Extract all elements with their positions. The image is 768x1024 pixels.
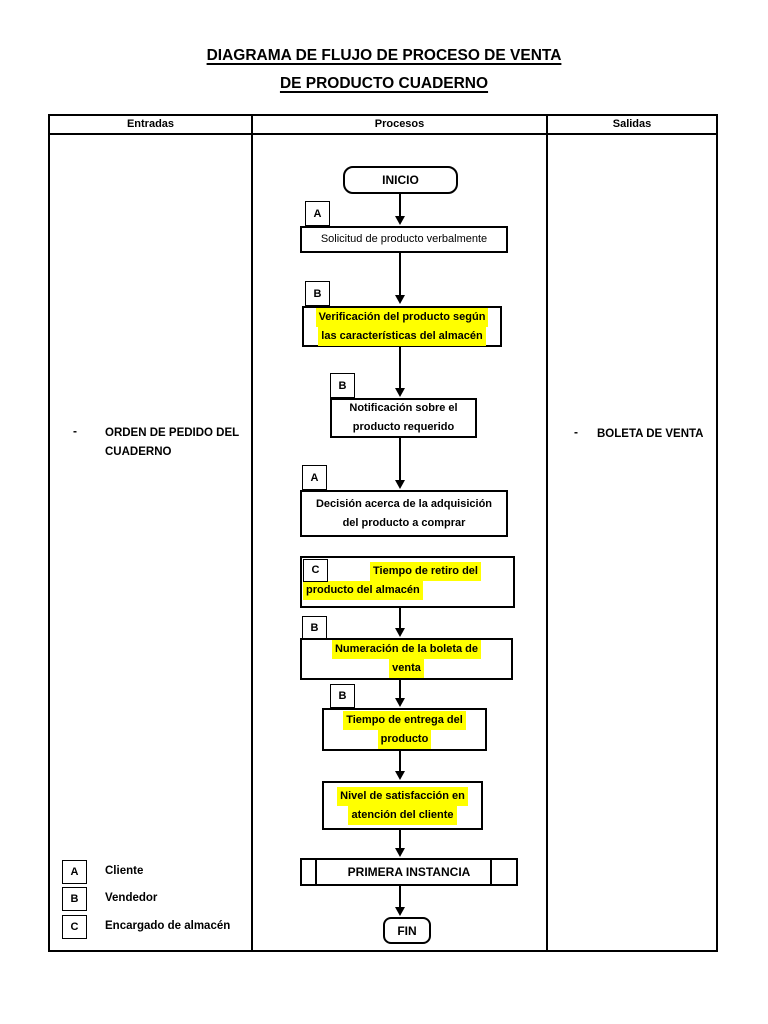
process-text: venta — [389, 659, 424, 678]
start-terminator: INICIO — [343, 166, 458, 194]
process-text: producto del almacén — [303, 581, 423, 600]
process-box-notificacion: Notificación sobre el producto requerido — [330, 398, 477, 438]
process-text: Decisión acerca de la adquisición — [315, 497, 493, 510]
process-box-entrega: Tiempo de entrega del producto — [322, 708, 487, 751]
predefined-process-primera-instancia: PRIMERA INSTANCIA — [300, 858, 518, 886]
step-tag-a-2: A — [302, 465, 327, 490]
process-text: Tiempo de retiro del — [370, 562, 481, 581]
process-text: del producto a comprar — [342, 516, 466, 529]
flow-arrow-7 — [394, 751, 405, 780]
flow-arrow-4 — [394, 438, 405, 489]
process-text: Solicitud de producto verbalmente — [320, 233, 488, 245]
flow-arrow-1 — [394, 194, 405, 225]
process-table: Entradas Procesos Salidas — [48, 114, 718, 952]
flow-arrow-8 — [394, 830, 405, 857]
step-tag-b-2: B — [330, 373, 355, 398]
column-divider-left — [251, 116, 253, 950]
predefined-bar-right — [490, 860, 492, 884]
salidas-bullet: - — [574, 425, 578, 439]
flow-arrow-6 — [394, 680, 405, 707]
flow-arrow-2 — [394, 253, 405, 304]
process-text: las características del almacén — [318, 326, 486, 346]
step-tag-b-1: B — [305, 281, 330, 306]
process-text: Nivel de satisfacción en — [337, 786, 468, 806]
flow-arrow-5 — [394, 608, 405, 637]
entradas-bullet: - — [73, 424, 77, 438]
column-header-procesos: Procesos — [374, 118, 425, 130]
step-tag-a-1: A — [305, 201, 330, 226]
process-text: Verificación del producto según — [315, 307, 489, 327]
step-tag-b-3: B — [302, 616, 327, 639]
entradas-line-1: ORDEN DE PEDIDO DEL — [105, 427, 240, 439]
process-text: atención del cliente — [348, 805, 457, 825]
process-text: Tiempo de entrega del — [343, 710, 466, 730]
process-box-solicitud: Solicitud de producto verbalmente — [300, 226, 508, 253]
entradas-item: ORDEN DE PEDIDO DEL CUADERNO — [105, 424, 250, 462]
process-box-verificacion: Verificación del producto según las cara… — [302, 306, 502, 347]
process-box-retiro: C Tiempo de retiro del producto del alma… — [300, 556, 515, 608]
page-title: DIAGRAMA DE FLUJO DE PROCESO DE VENTA DE… — [0, 42, 768, 98]
legend-label-cliente: Cliente — [105, 865, 144, 877]
process-text: producto requerido — [352, 421, 455, 433]
legend-label-encargado: Encargado de almacén — [105, 920, 231, 932]
process-text: Notificación sobre el — [349, 402, 458, 414]
title-line-2: DE PRODUCTO CUADERNO — [279, 75, 489, 92]
column-header-salidas: Salidas — [612, 118, 652, 130]
process-text: Numeración de la boleta de — [331, 640, 482, 659]
process-box-numeracion: Numeración de la boleta de venta — [300, 638, 513, 680]
process-box-decision: Decisión acerca de la adquisición del pr… — [300, 490, 508, 537]
entradas-line-2: CUADERNO — [105, 446, 172, 458]
legend-box-a: A — [62, 860, 87, 884]
process-box-satisfaccion: Nivel de satisfacción en atención del cl… — [322, 781, 483, 830]
title-line-1: DIAGRAMA DE FLUJO DE PROCESO DE VENTA — [206, 47, 562, 64]
salidas-item: BOLETA DE VENTA — [597, 428, 704, 440]
flow-arrow-9 — [394, 886, 405, 916]
predefined-bar-left — [315, 860, 317, 884]
legend-box-b: B — [62, 887, 87, 911]
legend-label-vendedor: Vendedor — [105, 892, 158, 904]
step-tag-c: C — [303, 559, 328, 582]
legend-box-c: C — [62, 915, 87, 939]
table-header-row: Entradas Procesos Salidas — [50, 116, 716, 135]
flow-arrow-3 — [394, 347, 405, 397]
process-text: PRIMERA INSTANCIA — [347, 864, 471, 879]
column-divider-right — [546, 116, 548, 950]
step-tag-b-4: B — [330, 684, 355, 708]
column-header-entradas: Entradas — [126, 118, 175, 130]
process-text: producto — [377, 729, 432, 749]
end-terminator: FIN — [383, 917, 431, 944]
